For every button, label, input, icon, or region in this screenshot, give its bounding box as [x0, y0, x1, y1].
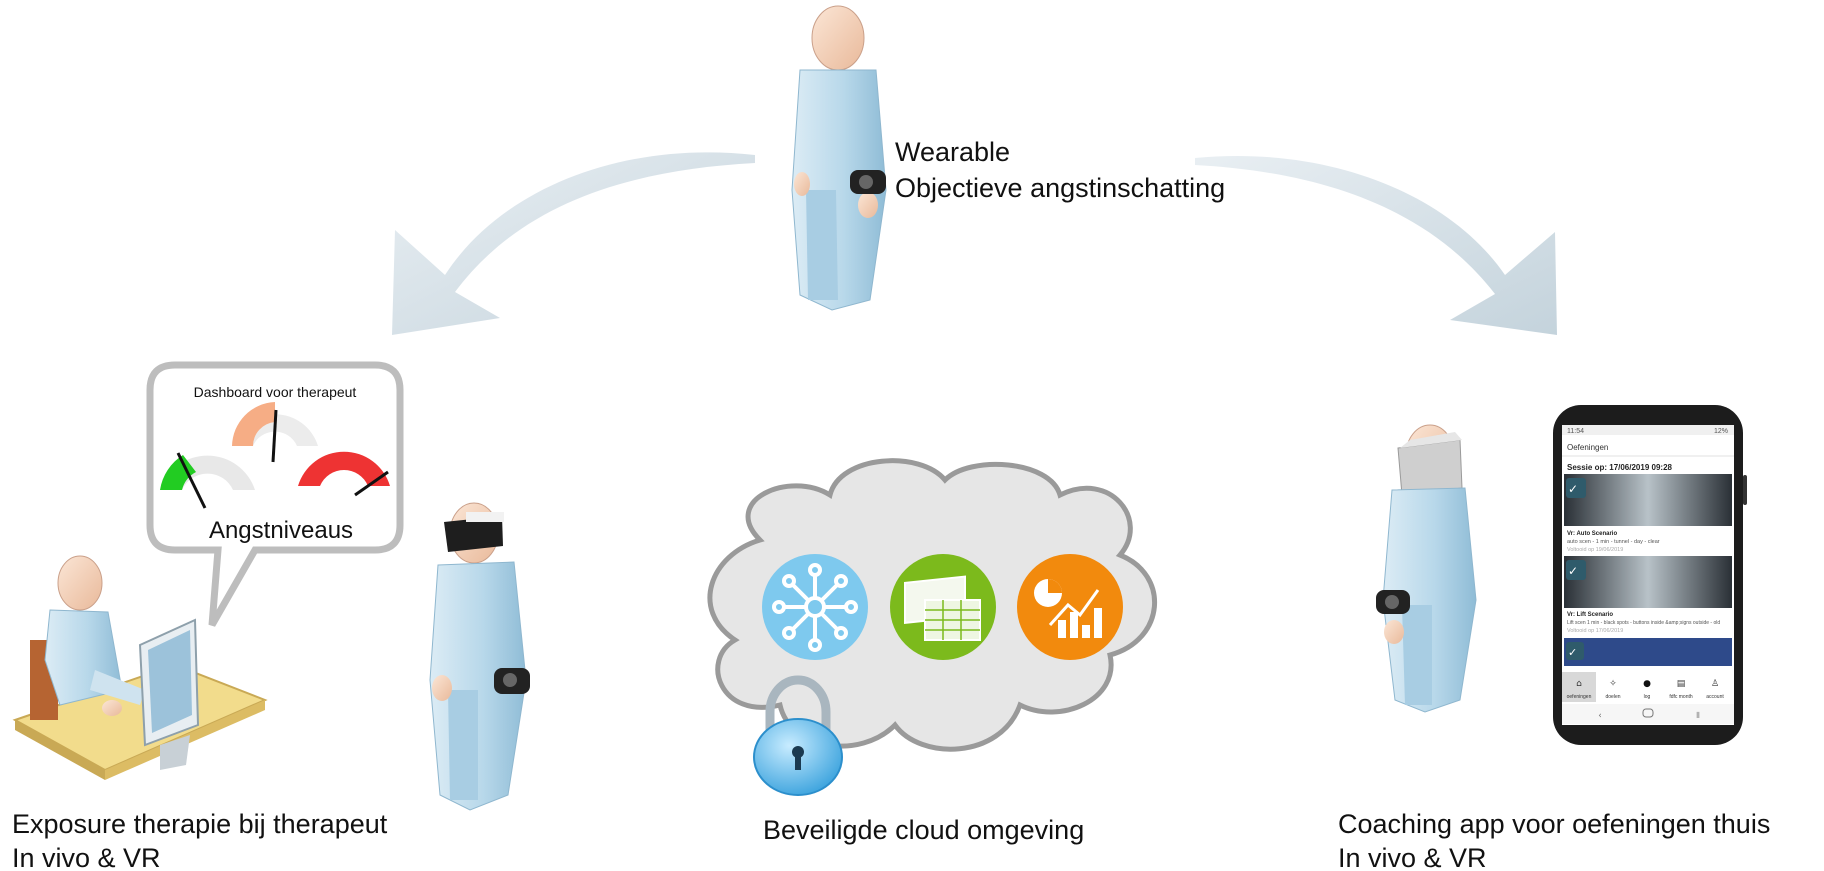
svg-text:✓: ✓ — [1568, 646, 1577, 659]
padlock-icon — [753, 675, 843, 796]
vr-headset-icon — [1397, 432, 1463, 496]
svg-text:✓: ✓ — [1568, 564, 1578, 578]
wristband-icon — [494, 668, 530, 694]
nav-label: doelen — [1605, 694, 1620, 700]
nav-label: oefeningen — [1567, 694, 1592, 700]
wristband-icon — [850, 170, 886, 194]
phone-nav: ⌂ ✧ ● ▤ ♙ oefeningen doelen log fdfc mon… — [1567, 679, 1725, 700]
phone-item-date: Voltooid op 17/06/2019 — [1567, 628, 1623, 634]
phone-item-title: Vr: Auto Scenario — [1567, 531, 1617, 537]
arrow-left — [392, 152, 755, 335]
home-icon[interactable]: ⌂ — [1576, 679, 1582, 689]
wearable-sublabel: Objectieve angstinschatting — [895, 173, 1225, 203]
dashboard-title: Dashboard voor therapeut — [194, 384, 357, 400]
nav-label: fdfc month — [1669, 694, 1693, 700]
phone-item-desc: auto scen - 1 min - tunnel - day - clear — [1567, 539, 1660, 545]
gauge-high — [298, 451, 390, 497]
person-vr-left — [429, 502, 530, 811]
back-icon[interactable]: ‹ — [1598, 711, 1602, 721]
therapist-caption: Exposure therapie bij therapeut — [12, 809, 388, 839]
person-vr-right — [1376, 424, 1477, 713]
person-wearable — [791, 5, 887, 311]
coaching-caption: Coaching app voor oefeningen thuis — [1338, 809, 1770, 839]
wearable-label: Wearable — [895, 137, 1010, 167]
home-button-icon[interactable] — [1642, 708, 1654, 718]
nav-label: account — [1706, 694, 1724, 700]
monitor-icon — [138, 618, 200, 770]
svg-text:✓: ✓ — [1568, 482, 1578, 496]
log-icon[interactable]: ● — [1643, 679, 1651, 689]
network-icon — [762, 554, 868, 660]
arrow-right — [1195, 155, 1557, 335]
gauge-caption: Angstniveaus — [209, 517, 353, 544]
map-icon[interactable]: ▤ — [1677, 679, 1686, 689]
wristband-icon — [1376, 590, 1410, 614]
spreadsheet-icon — [890, 554, 996, 660]
phone-mockup: 11:54 12% Oefeningen Sessie op: 17/06/20… — [1553, 405, 1747, 745]
therapist-caption-sub: In vivo & VR — [12, 843, 161, 871]
vr-headset-icon — [444, 512, 504, 552]
therapist-at-desk — [12, 555, 268, 780]
analytics-icon — [1017, 554, 1123, 660]
gauge-mid — [232, 402, 318, 463]
phone-item-title: Vr: Lift Scenario — [1567, 612, 1613, 618]
target-icon[interactable]: ✧ — [1609, 679, 1617, 689]
account-icon[interactable]: ♙ — [1711, 679, 1719, 689]
cloud-caption: Beveiligde cloud omgeving — [763, 815, 1084, 845]
phone-status-time: 11:54 — [1567, 428, 1584, 435]
gauge-low — [160, 452, 255, 509]
phone-session: Sessie op: 17/06/2019 09:28 — [1567, 463, 1673, 472]
phone-screen-title: Oefeningen — [1567, 443, 1608, 452]
phone-list-item[interactable]: ✓ Vr: Lift Scenario Lift scen 1 min - bl… — [1564, 556, 1732, 634]
recents-icon[interactable]: ⦀ — [1696, 711, 1700, 720]
phone-item-date: Voltooid op 19/06/2019 — [1567, 547, 1623, 553]
phone-list-item[interactable]: ✓ Vr: Auto Scenario auto scen - 1 min - … — [1564, 474, 1732, 553]
phone-item-desc: Lift scen 1 min - black spots - buttons … — [1567, 620, 1720, 626]
dashboard-bubble: Dashboard voor therapeut Angstniveaus — [146, 361, 404, 627]
coaching-caption-sub: In vivo & VR — [1338, 843, 1487, 871]
nav-label: log — [1644, 694, 1651, 700]
phone-status-battery: 12% — [1714, 428, 1728, 435]
